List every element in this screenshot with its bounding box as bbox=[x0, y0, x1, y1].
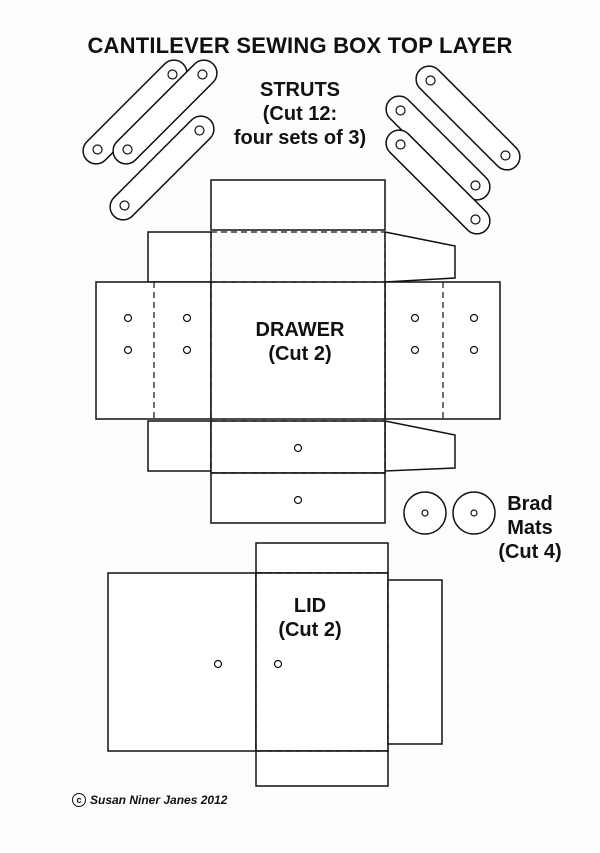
drawer-template bbox=[95, 179, 501, 524]
brad-mats-label: Brad Mats (Cut 4) bbox=[488, 492, 572, 564]
struts-cut-sets: four sets of 3) bbox=[233, 127, 367, 149]
struts-name: STRUTS bbox=[260, 79, 340, 101]
page-title: CANTILEVER SEWING BOX TOP LAYER bbox=[87, 33, 513, 58]
struts-label: STRUTS (Cut 12: four sets of 3) bbox=[200, 78, 400, 150]
lid-name: LID bbox=[293, 595, 327, 617]
copyright-notice: c Susan Niner Janes 2012 bbox=[72, 793, 227, 807]
struts-cut-count: (Cut 12: bbox=[262, 103, 338, 125]
brad-mats-name-line1: Brad bbox=[507, 493, 553, 515]
drawer-name: DRAWER bbox=[255, 319, 345, 341]
brad-mats bbox=[403, 491, 496, 535]
drawer-cut-count: (Cut 2) bbox=[268, 343, 332, 365]
lid-template bbox=[107, 542, 443, 787]
copyright-icon: c bbox=[72, 793, 86, 807]
copyright-text: Susan Niner Janes 2012 bbox=[90, 793, 228, 807]
drawer-label: DRAWER (Cut 2) bbox=[210, 318, 390, 366]
lid-label: LID (Cut 2) bbox=[250, 594, 370, 642]
lid-cut-count: (Cut 2) bbox=[278, 619, 342, 641]
brad-mats-cut-count: (Cut 4) bbox=[498, 541, 562, 563]
brad-mats-name-line2: Mats bbox=[507, 517, 553, 539]
